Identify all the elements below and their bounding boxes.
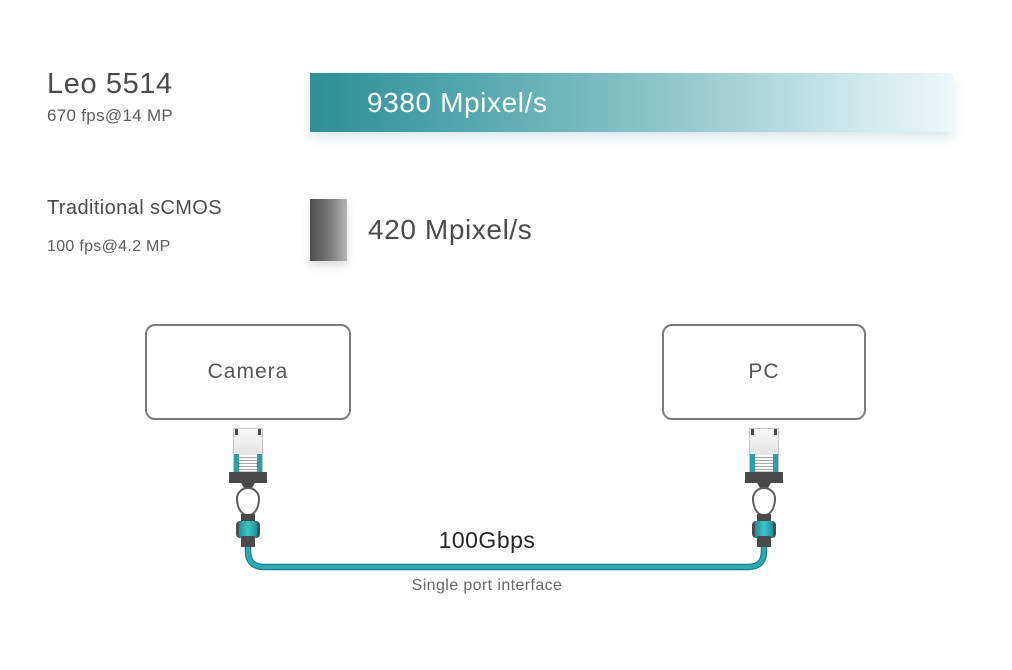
pc-box: PC	[662, 324, 866, 420]
pull-tab-loop-icon	[236, 487, 260, 516]
transceiver-screw-icon	[774, 429, 777, 435]
cable-ferrule	[236, 521, 260, 538]
scmos-throughput-value: 420 Mpixel/s	[368, 214, 533, 245]
camera-box-label: Camera	[207, 360, 289, 383]
cable-speed-label: 100Gbps	[438, 527, 536, 553]
camera-box: Camera	[145, 324, 351, 420]
transceiver-screw-icon	[258, 429, 261, 435]
scmos-throughput-bar	[310, 199, 347, 261]
scmos-product-spec: 100 fps@4.2 MP	[47, 238, 171, 255]
transceiver-screw-icon	[751, 429, 754, 435]
transceiver-screw-icon	[235, 429, 238, 435]
leo-throughput-bar: 9380 Mpixel/s	[310, 73, 953, 132]
leo-product-spec: 670 fps@14 MP	[47, 106, 174, 125]
transceiver-faceplate	[745, 472, 783, 483]
cable-ferrule	[752, 521, 776, 538]
transceiver-latch	[233, 454, 263, 472]
qsfp-transceiver-pc-icon	[742, 428, 786, 548]
transceiver-body	[233, 428, 263, 455]
pull-tab-loop-icon	[752, 487, 776, 516]
qsfp-transceiver-camera-icon	[226, 428, 270, 548]
transceiver-latch	[749, 454, 779, 472]
scmos-product-name: Traditional sCMOS	[47, 197, 222, 219]
cable-plug	[241, 514, 255, 523]
pc-box-label: PC	[748, 360, 780, 383]
leo-product-name: Leo 5514	[47, 68, 173, 100]
transceiver-faceplate	[229, 472, 267, 483]
cable-boot	[241, 536, 255, 547]
cable-boot	[757, 536, 771, 547]
cable-plug	[757, 514, 771, 523]
leo-throughput-value: 9380 Mpixel/s	[367, 86, 548, 118]
cable-caption-label: Single port interface	[411, 577, 563, 594]
